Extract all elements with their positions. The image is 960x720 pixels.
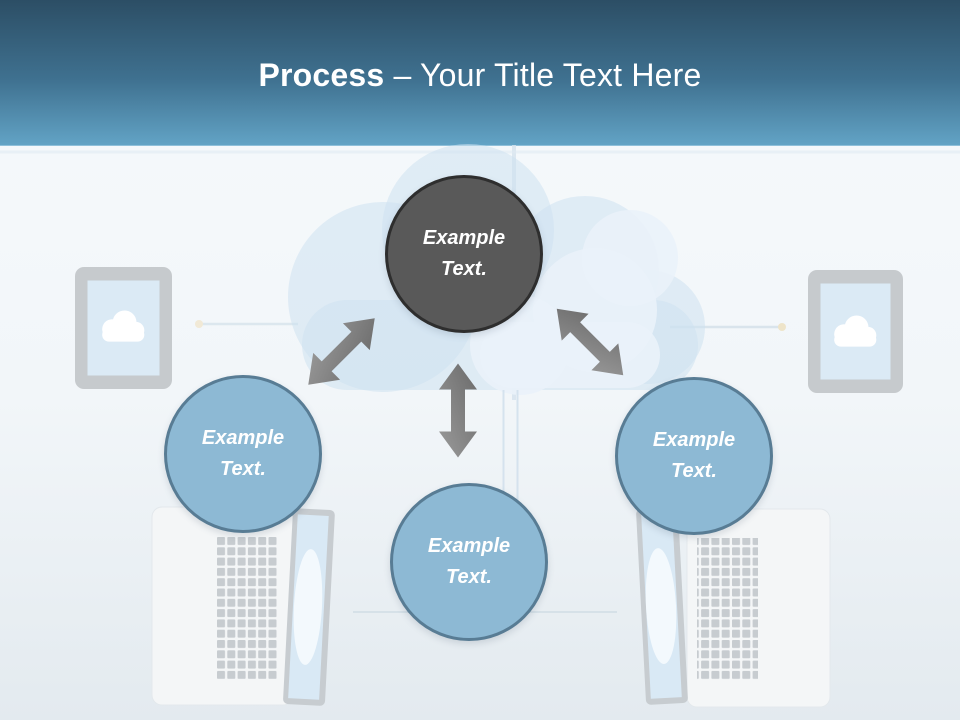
node-label-line: Text. (220, 458, 266, 480)
laptop-icon-right (636, 507, 831, 708)
tablet-icon-left (75, 267, 172, 389)
connector-dot-right (778, 323, 786, 331)
laptop-icon-left (151, 506, 335, 706)
double-arrow-left-icon (308, 318, 375, 385)
node-label-line: Text. (671, 460, 717, 482)
double-arrow-down-icon (439, 363, 477, 458)
node-label-line: Example (201, 427, 285, 449)
slide-title-subtitle: – Your Title Text Here (384, 57, 702, 93)
process-node-bottom: Example Text. (390, 483, 548, 641)
double-arrow-right-icon (556, 308, 624, 376)
slide-title-keyword: Process (258, 57, 385, 93)
process-node-top: Example Text. (385, 175, 543, 333)
node-label-line: Text. (441, 258, 487, 280)
cloud-icon (293, 549, 323, 665)
cloud-drop-lines (502, 390, 519, 505)
connector-dot-left (195, 320, 203, 328)
slide-header: Process – Your Title Text Here (0, 0, 960, 146)
tablet-icon-right (808, 270, 903, 393)
node-label-line: Example (652, 429, 736, 451)
slide-title: Process – Your Title Text Here (0, 55, 960, 95)
connector-line-left (195, 320, 298, 328)
process-node-left: Example Text. (164, 375, 322, 533)
node-label-line: Example (427, 535, 511, 557)
node-label-line: Text. (446, 566, 492, 588)
cloud-icon (645, 548, 677, 664)
process-node-right: Example Text. (615, 377, 773, 535)
node-label-line: Example (422, 227, 506, 249)
